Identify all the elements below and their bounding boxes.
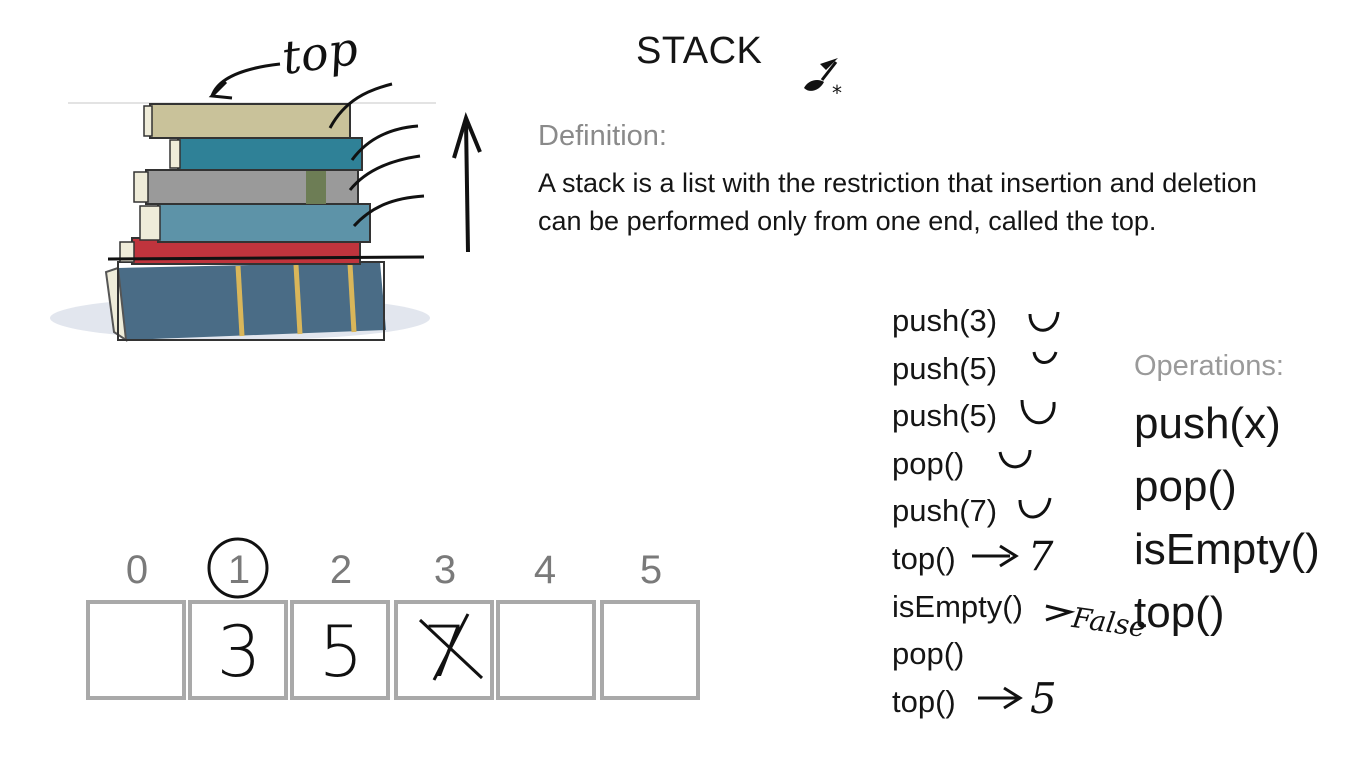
array-value-2: 5 [318, 611, 364, 693]
call-5: push(7) [892, 493, 998, 529]
operations-list: push(x) pop() isEmpty() top() [1134, 392, 1320, 644]
array-cell-4 [496, 600, 596, 700]
definition-text: A stack is a list with the restriction t… [538, 164, 1257, 240]
operation-calls: push(3) push(5) push(5) pop() push(7) to… [892, 297, 1023, 725]
array-cell-5 [600, 600, 700, 700]
operation-top: top() [1134, 588, 1225, 637]
call-1: push(3) [892, 303, 998, 338]
top-result-2: 5 [1030, 674, 1057, 723]
operations-label: Operations: [1134, 350, 1284, 382]
call-9: top() [892, 683, 956, 719]
array-cell-0 [86, 600, 186, 700]
array-index-4: 4 [533, 548, 557, 592]
call-7: isEmpty() [892, 588, 1023, 624]
operation-push: push(x) [1134, 399, 1281, 448]
call-6: top() [892, 540, 956, 576]
array-index-2: 2 [329, 548, 353, 592]
call-8: pop() [892, 636, 965, 672]
operation-pop: pop() [1134, 462, 1237, 511]
top-label: top [278, 20, 362, 86]
array-cell-3 [394, 600, 494, 700]
array-index-5: 5 [639, 548, 663, 592]
array-cell-2 [290, 600, 390, 700]
svg-text:*: * [832, 81, 842, 105]
call-3: push(5) [892, 398, 998, 434]
array-value-1: 3 [216, 611, 262, 693]
definition-line-1: A stack is a list with the restriction t… [538, 168, 1257, 198]
call-4: pop() [892, 445, 965, 481]
top-result-1: 7 [1028, 534, 1054, 580]
call-2: push(5) [892, 350, 998, 386]
array-index-0: 0 [125, 548, 149, 592]
definition-label: Definition: [538, 120, 667, 152]
operation-isempty: isEmpty() [1134, 525, 1320, 574]
array-cell-1 [188, 600, 288, 700]
array-index-1: 1 [227, 548, 251, 592]
definition-line-2: can be performed only from one end, call… [538, 206, 1157, 236]
array-value-3: 7 [422, 611, 468, 693]
array-index-3: 3 [433, 548, 457, 592]
page-title: STACK [636, 30, 763, 72]
